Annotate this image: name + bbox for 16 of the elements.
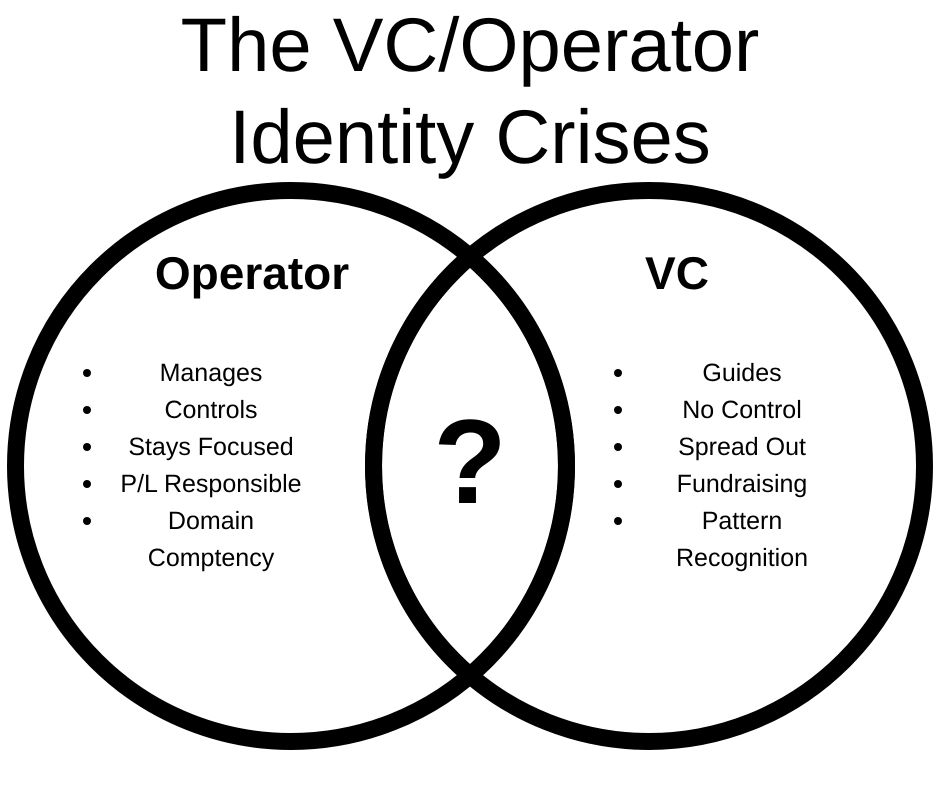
list-item: Manages <box>160 358 262 389</box>
list-item: Guides <box>702 358 782 389</box>
list-item: Stays Focused <box>128 432 294 463</box>
list-item: P/L Responsible <box>120 469 302 500</box>
venn-circle <box>365 182 933 750</box>
venn-circle <box>7 182 575 750</box>
list-item: Pattern Recognition <box>674 506 810 574</box>
overlap-label: ? <box>433 402 507 522</box>
list-item: Spread Out <box>678 432 806 463</box>
circle-heading: VC <box>645 246 709 301</box>
list-item: Fundraising <box>676 469 808 500</box>
circle-heading: Operator <box>154 246 350 301</box>
list-item: Domain Comptency <box>146 506 276 574</box>
list-item: No Control <box>682 395 802 426</box>
diagram-title: The VC/Operator Identity Crises <box>180 2 760 182</box>
list-item: Controls <box>164 395 258 426</box>
